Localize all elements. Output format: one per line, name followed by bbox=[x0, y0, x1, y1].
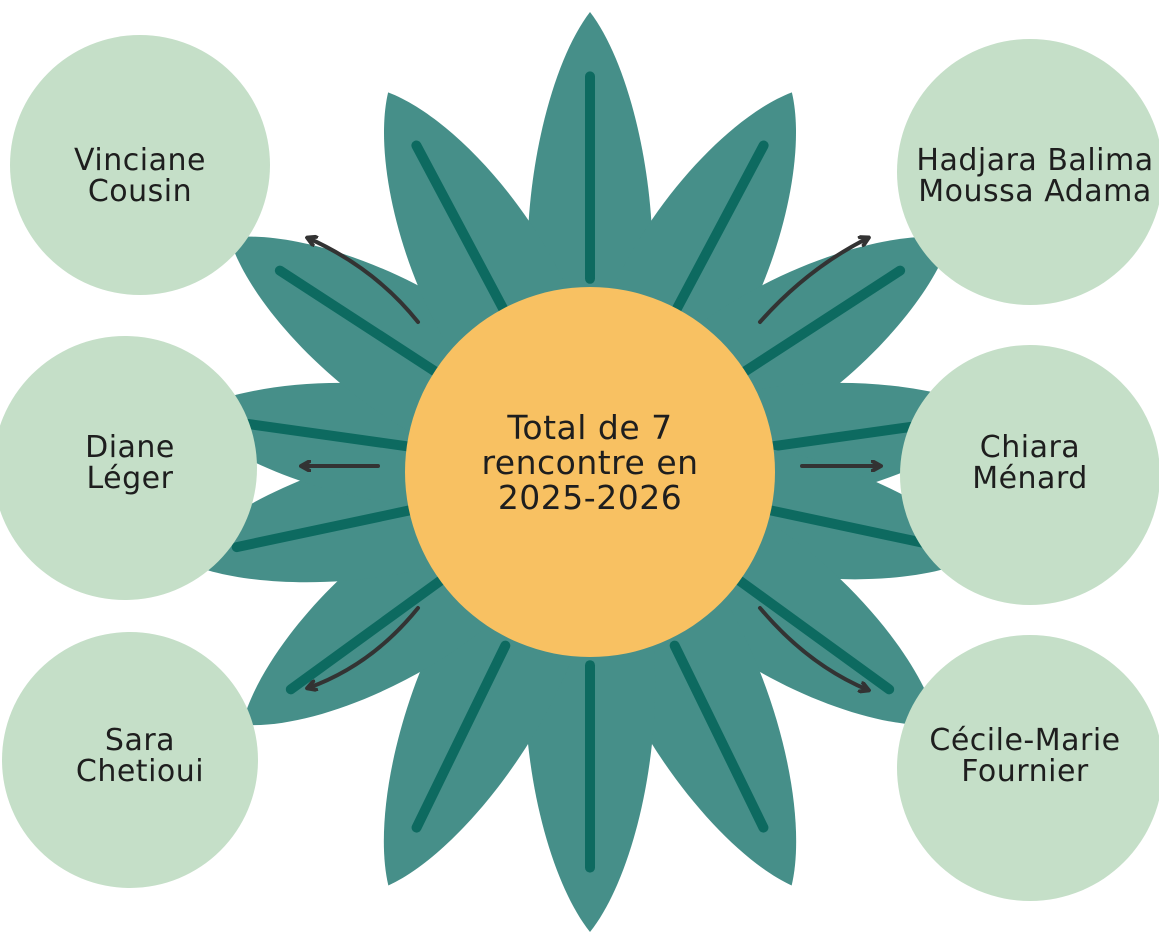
center-circle bbox=[405, 287, 775, 657]
node-circle-cecile-marie-fournier bbox=[897, 635, 1159, 901]
node-label-diane-leger: Diane Léger bbox=[40, 432, 220, 494]
arrow bbox=[758, 238, 868, 324]
node-label-line: Sara bbox=[104, 723, 176, 758]
node-label-line: Léger bbox=[86, 461, 174, 496]
node-circle-chiara-menard bbox=[900, 345, 1159, 605]
arrow bbox=[308, 238, 420, 324]
center-label-line: rencontre en bbox=[481, 443, 699, 482]
center-label: Total de 7 rencontre en 2025-2026 bbox=[420, 410, 760, 515]
center-label-line: Total de 7 bbox=[507, 408, 673, 447]
node-label-hadjara-moussa: Hadjara Balima Moussa Adama bbox=[905, 145, 1159, 207]
node-circle-diane-leger bbox=[0, 336, 257, 600]
arrow bbox=[308, 606, 420, 688]
node-label-line: Chiara bbox=[979, 430, 1081, 465]
node-label-line: Cousin bbox=[87, 174, 193, 209]
node-label-cecile-marie-fournier: Cécile-Marie Fournier bbox=[905, 725, 1145, 787]
node-label-sara-chetioui: Sara Chetioui bbox=[45, 725, 235, 787]
node-label-line: Chetioui bbox=[75, 754, 205, 789]
node-label-line: Ménard bbox=[972, 461, 1088, 496]
node-label-line: Diane bbox=[85, 430, 175, 465]
node-label-chiara-menard: Chiara Ménard bbox=[935, 432, 1125, 494]
node-circle-sara-chetioui bbox=[2, 632, 258, 888]
arrows bbox=[302, 238, 880, 690]
node-label-vinciane-cousin: Vinciane Cousin bbox=[40, 145, 240, 207]
node-label-line: Vinciane bbox=[74, 143, 206, 178]
node-circle-vinciane-cousin bbox=[10, 35, 270, 295]
node-label-line: Fournier bbox=[961, 754, 1089, 789]
node-circles bbox=[0, 35, 1159, 901]
node-circle-hadjara-moussa bbox=[897, 39, 1159, 305]
node-label-line: Cécile-Marie bbox=[929, 723, 1121, 758]
arrow bbox=[758, 606, 868, 690]
node-label-line: Moussa Adama bbox=[918, 174, 1152, 209]
center-label-line: 2025-2026 bbox=[497, 478, 683, 517]
node-label-line: Hadjara Balima bbox=[916, 143, 1154, 178]
